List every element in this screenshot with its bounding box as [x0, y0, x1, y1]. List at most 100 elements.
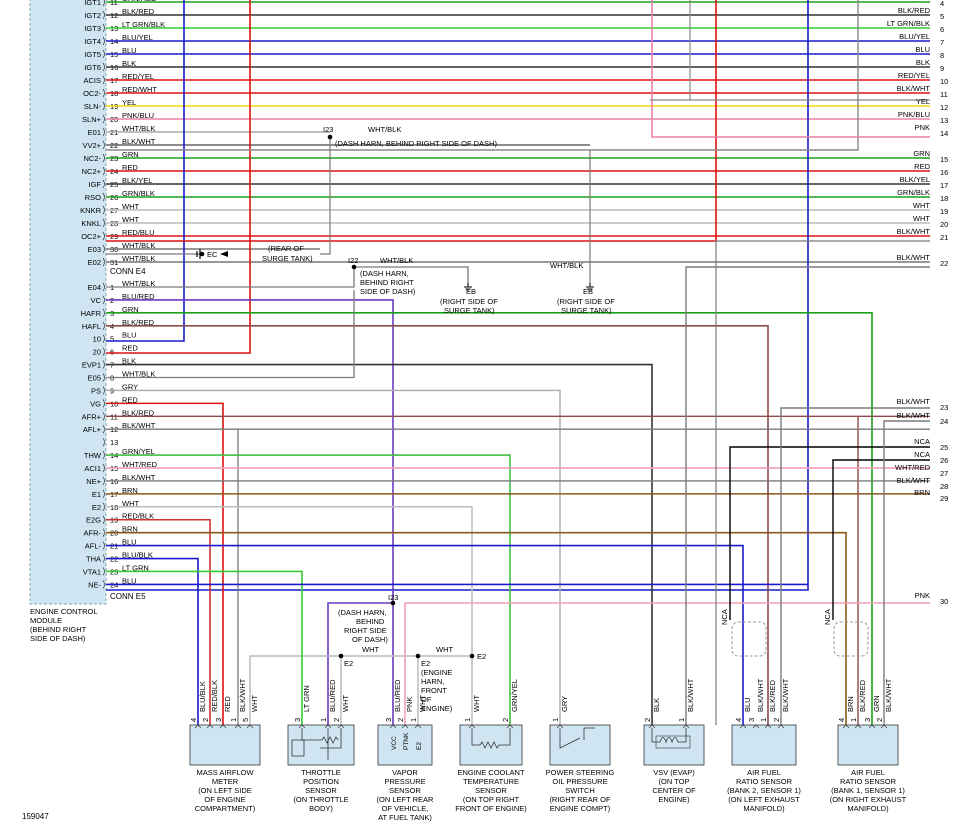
ecm-pin-name: AFR- [84, 529, 102, 538]
ecm-pin-name: HAFR [81, 309, 102, 318]
harness-pin-num: 10 [940, 77, 948, 86]
ecm-pin-name: KNKL [81, 219, 101, 228]
harness-wire-label: WHT [913, 214, 930, 223]
svg-text:(BEHIND RIGHT: (BEHIND RIGHT [30, 625, 87, 634]
component-pin-num: 2 [501, 718, 510, 722]
ecm-pin-name: IGT4 [84, 37, 101, 46]
svg-text:RIGHT SIDE: RIGHT SIDE [344, 626, 387, 635]
ecm-pin-name: IGT2 [84, 11, 101, 20]
component-label: THROTTLE [301, 768, 341, 777]
component-pin-num: 1 [677, 718, 686, 722]
svg-text:BEHIND: BEHIND [356, 617, 385, 626]
svg-text:OF: OF [421, 695, 432, 704]
component-pin-num: 1 [849, 718, 858, 722]
ground-symbols [196, 249, 594, 292]
ecm-pin-wire: RED/WHT [122, 85, 157, 94]
svg-text:EC: EC [207, 250, 218, 259]
component-label: PRESSURE [384, 777, 425, 786]
svg-text:SIDE OF DASH): SIDE OF DASH) [30, 634, 86, 643]
harness-pin-num: 9 [940, 64, 944, 73]
harness-wire-label: GRN [913, 149, 930, 158]
ecm-pin-name: E2 [92, 503, 101, 512]
component-pin-wire: WHT [418, 695, 427, 712]
component-pin-num: 3 [384, 718, 393, 722]
harness-pin-num: 22 [940, 259, 948, 268]
svg-text:NCA: NCA [823, 609, 832, 625]
component-pin-wire: PNK [405, 697, 414, 712]
svg-text:WHT/BLK: WHT/BLK [550, 261, 583, 270]
ecm-pin-wire: GRY [122, 382, 138, 391]
component-pin-num: 2 [772, 718, 781, 722]
trunk-red [106, 0, 251, 354]
component-pin-wire: BLK/WHT [884, 678, 893, 712]
e05-wire [106, 290, 355, 379]
component-pin-wire: BLK/WHT [238, 678, 247, 712]
component-pin-num: 2 [396, 718, 405, 722]
component-pin-wire: BLK/RED [768, 679, 777, 712]
component-pin-wire: LT GRN [302, 685, 311, 712]
ecm-pin-wire: BLU/YEL [122, 33, 153, 42]
af1-box [837, 724, 899, 766]
loop-blue [106, 0, 809, 591]
component-pin-wire: BRN [846, 696, 855, 712]
component-pin-num: 3 [214, 718, 223, 722]
harness-pin-num: 6 [940, 25, 944, 34]
ecm-pin-wire: BLK/RED [122, 408, 155, 417]
vta1-wire [106, 570, 303, 725]
ecm-pin-wire: BRN [122, 486, 138, 495]
harness-pin-num: 13 [940, 116, 948, 125]
svg-text:FRONT: FRONT [421, 686, 447, 695]
nca-25 [729, 446, 930, 620]
ecm-pin-wire: BLU [122, 538, 137, 547]
harness-pin-num: 25 [940, 443, 948, 452]
component-pin-num: 3 [747, 718, 756, 722]
harness-pin-num: 27 [940, 469, 948, 478]
ps-wire [106, 389, 561, 725]
ecm-pin-name: E05 [88, 374, 101, 383]
harness-wire-label: BLK/YEL [900, 175, 930, 184]
component-label: RATIO SENSOR [736, 777, 793, 786]
component-pin-wire: BLK/WHT [781, 678, 790, 712]
component-pin-wire: RED [223, 696, 232, 712]
harness-wire-label: YEL [916, 97, 930, 106]
component-label: (ON LEFT EXHAUST [728, 795, 800, 804]
afr-wire-24 [883, 420, 930, 725]
ecm-pin-num: 6 [110, 348, 114, 357]
ecm-pin-name: AFR+ [82, 412, 102, 421]
harness-wire-label: BLK/WHT [897, 476, 931, 485]
component-label: (ON THROTTLE [293, 795, 348, 804]
component-label: METER [212, 777, 239, 786]
ecm-pin-wire: BLU/BLK [122, 551, 153, 560]
ecm-pin-wire: WHT/BLK [122, 241, 155, 250]
harness-pin-num: 8 [940, 51, 944, 60]
e2-wire [106, 506, 473, 725]
harness-wire-label: PNK [915, 591, 930, 600]
component-label: ENGINE COMPT) [550, 804, 611, 813]
ecm-pin-wire: BLK [122, 357, 136, 366]
component-label: OF ENGINE [204, 795, 245, 804]
maf-box [189, 724, 261, 766]
component-pin-num: 2 [201, 718, 210, 722]
component-label: TEMPERATURE [463, 777, 519, 786]
harness-wire-label: BLK [916, 58, 930, 67]
svg-text:WHT: WHT [362, 645, 379, 654]
trunk-blue [106, 0, 185, 342]
tps-box [287, 724, 355, 766]
component-pin-wire: BLU [743, 697, 752, 712]
ecm-pin-wire: WHT [122, 202, 139, 211]
wire-21 [715, 240, 930, 725]
harness-wire-label: LT GRN/BLK [887, 19, 930, 28]
component-label: AT FUEL TANK) [378, 813, 432, 822]
ecm-pin-wire: BLK/YEL [122, 176, 152, 185]
component-pin-wire: RED/BLK [210, 680, 219, 712]
harness-wire-label: BLK/WHT [897, 253, 931, 262]
ecm-pin-wire: BLK/RED [122, 318, 155, 327]
harness-pin-num: 14 [940, 129, 948, 138]
ecm-pin-name: THA [86, 555, 101, 564]
harness-pin-num: 16 [940, 168, 948, 177]
